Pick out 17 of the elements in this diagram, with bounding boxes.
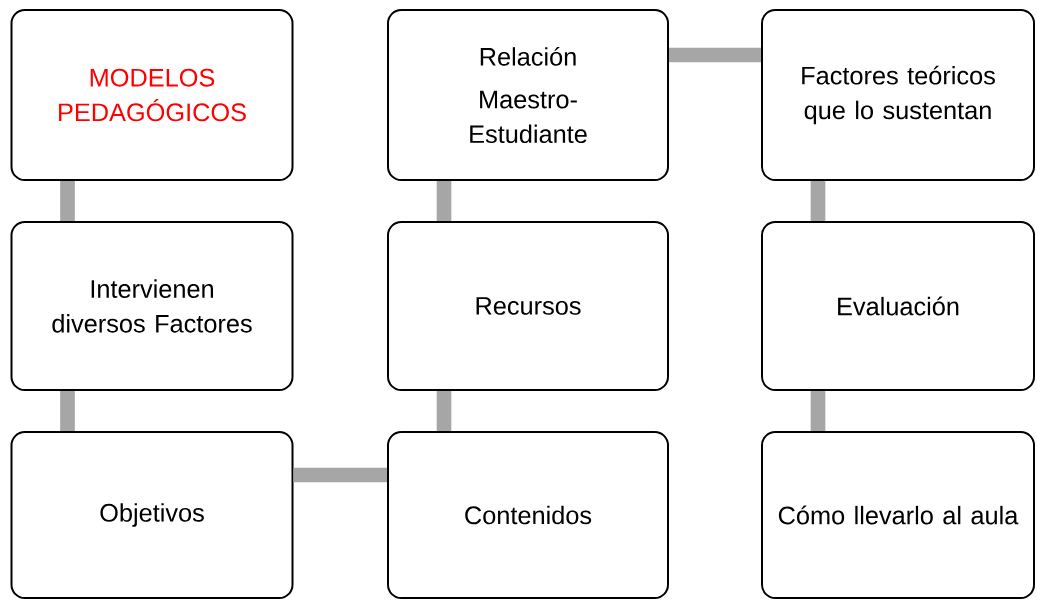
text-box: MODELOS PEDAGÓGICOS — [10, 9, 294, 181]
text-box: Factores teóricos que lo sustentan — [761, 9, 1035, 181]
connector-bar — [810, 181, 826, 221]
text-box: Relación Maestro-Estudiante — [387, 9, 669, 181]
connector-bar — [810, 391, 826, 431]
text-box: Recursos — [387, 221, 669, 391]
text-box: Objetivos — [10, 431, 294, 599]
text-box: Evaluación — [761, 221, 1035, 391]
connector-bar — [436, 391, 452, 431]
connector-bar — [293, 467, 387, 483]
connector-bar — [60, 391, 75, 431]
text-box: Cómo llevarlo al aula — [761, 431, 1035, 599]
connector-bar — [60, 181, 75, 221]
text-box: Intervienen diversos Factores — [10, 221, 294, 391]
connector-bar — [669, 47, 761, 63]
text-box: Contenidos — [387, 431, 669, 599]
connector-bar — [436, 181, 452, 221]
